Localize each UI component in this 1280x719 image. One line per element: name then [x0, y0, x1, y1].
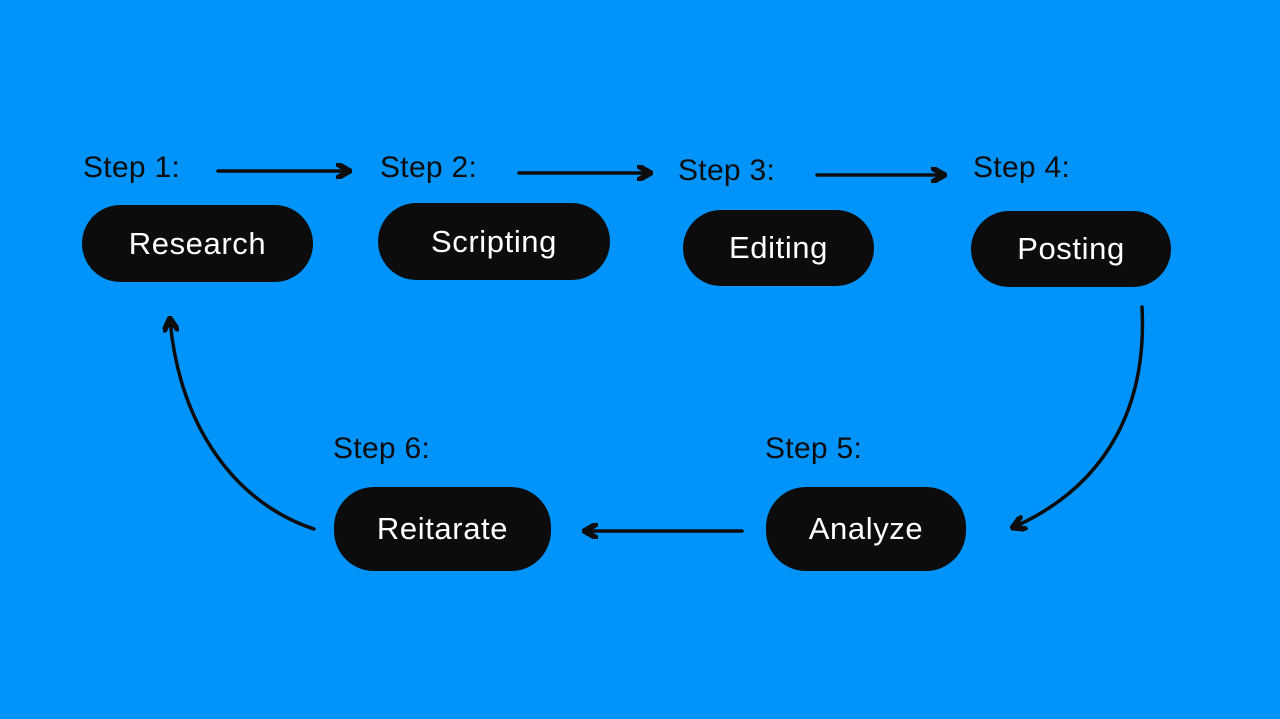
step-4-label: Step 4: [973, 151, 1071, 184]
step-5-label: Step 5: [765, 432, 863, 465]
step-3-box-editing: Editing [683, 210, 874, 286]
arrow-posting-to-analyze [1014, 305, 1145, 527]
step-1-label: Step 1: [83, 151, 181, 184]
step-2-box-text: Scripting [430, 223, 557, 259]
step-5-box-analyze: Analyze [766, 487, 966, 571]
step-4-box-text: Posting [1017, 231, 1125, 266]
step-6-label: Step 6: [333, 432, 431, 465]
step-3-box-text: Editing [729, 230, 828, 265]
step-4-box-posting: Posting [971, 211, 1171, 287]
step-2-label: Step 2: [380, 151, 478, 184]
step-5-box-text: Analyze [808, 511, 924, 546]
step-3-label: Step 3: [678, 154, 776, 187]
arrow-reitarate-to-research [170, 320, 316, 531]
step-6-box-text: Reitarate [376, 511, 509, 546]
step-6-box-reitarate: Reitarate [334, 487, 551, 571]
step-1-box-research: Research [82, 205, 313, 282]
step-2-box-scripting: Scripting [378, 203, 610, 280]
step-1-box-text: Research [128, 225, 267, 261]
